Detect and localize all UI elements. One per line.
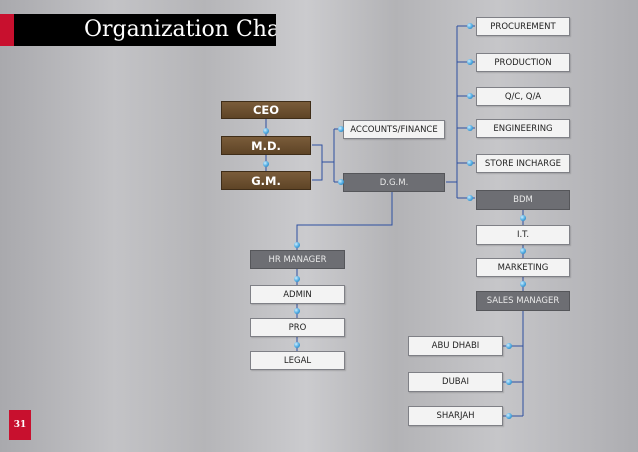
procurement-box: PROCUREMENT (476, 17, 570, 36)
bdm-box: BDM (476, 190, 570, 210)
connector-dot-accounts (338, 126, 344, 132)
dubai-box: DUBAI (408, 372, 503, 392)
engineering-box: ENGINEERING (476, 119, 570, 138)
abu-dhabi-box: ABU DHABI (408, 336, 503, 356)
connector-dot-legal (294, 342, 300, 348)
connector-dot-dgm (338, 179, 344, 185)
connector-dot-procurement (467, 23, 473, 29)
admin-box: ADMIN (250, 285, 345, 304)
legal-box: LEGAL (250, 351, 345, 370)
connector-dot-engineering (467, 125, 473, 131)
gm-box: G.M. (221, 171, 311, 190)
md-box: M.D. (221, 136, 311, 155)
connector-dot-gm (263, 161, 269, 167)
connector-dot-sharjah (506, 413, 512, 419)
ceo-box: CEO (221, 101, 311, 119)
sharjah-box: SHARJAH (408, 406, 503, 426)
connector-dot-dubai (506, 379, 512, 385)
store-incharge-box: STORE INCHARGE (476, 154, 570, 173)
production-box: PRODUCTION (476, 53, 570, 72)
connector-dot-abu-dhabi (506, 343, 512, 349)
connector-dot-qc (467, 93, 473, 99)
accounts-finance-box: ACCOUNTS/FINANCE (343, 120, 445, 139)
chart-title: Organization Chart (0, 14, 276, 46)
hr-manager-box: HR MANAGER (250, 250, 345, 269)
connector-dot-bdm (467, 195, 473, 201)
connector-dot-admin (294, 276, 300, 282)
connector-dot-sales-manager (520, 281, 526, 287)
it-box: I.T. (476, 225, 570, 245)
connector-dot-production (467, 59, 473, 65)
dgm-box: D.G.M. (343, 173, 445, 192)
connector-dot-marketing (520, 248, 526, 254)
marketing-box: MARKETING (476, 258, 570, 277)
connector-dot-store (467, 160, 473, 166)
connector-dot-it (520, 215, 526, 221)
qc-qa-box: Q/C, Q/A (476, 87, 570, 106)
connector-dot-pro (294, 308, 300, 314)
page-number: 31 (9, 410, 31, 440)
connector-dot-md (263, 128, 269, 134)
pro-box: PRO (250, 318, 345, 337)
sales-manager-box: SALES MANAGER (476, 291, 570, 311)
connector-dot-hr-manager (294, 242, 300, 248)
